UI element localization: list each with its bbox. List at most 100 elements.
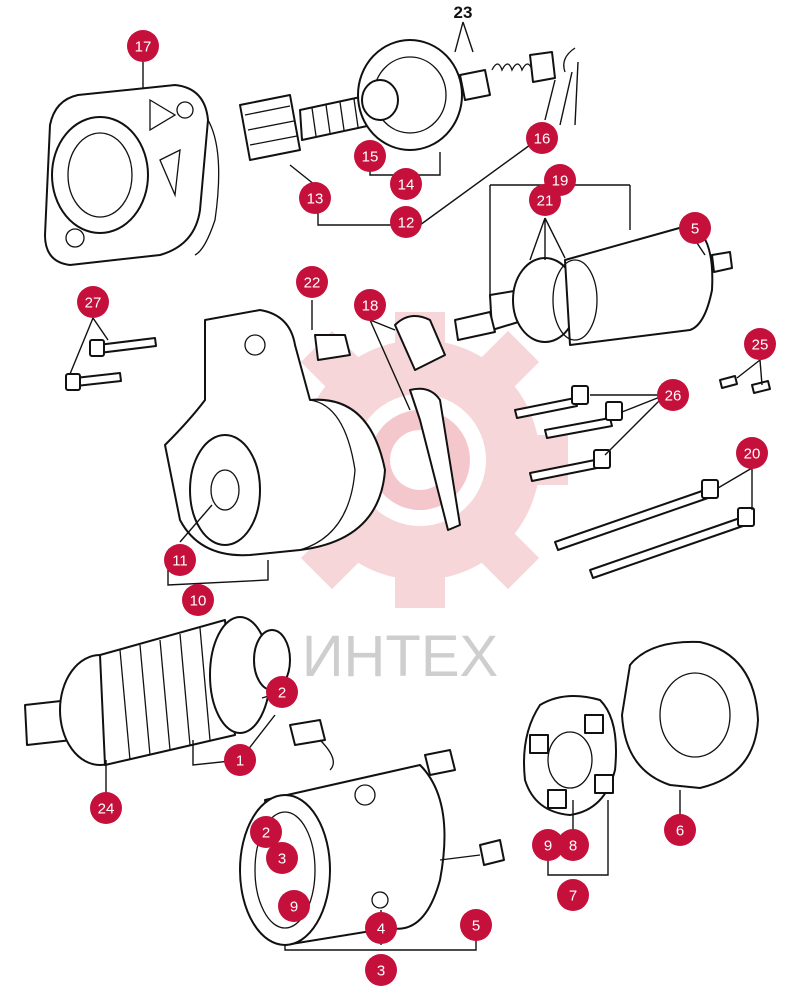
callout-label: 13 — [307, 191, 324, 208]
callout-c22: 22 — [296, 266, 328, 298]
callout-circle — [526, 122, 558, 154]
callout-c13: 13 — [299, 182, 331, 214]
callout-circle — [679, 212, 711, 244]
brush-holder — [523, 695, 617, 816]
callout-label: 17 — [135, 39, 152, 56]
callout-label: 9 — [290, 899, 298, 916]
callout-label: 12 — [398, 215, 415, 232]
callout-circle — [182, 584, 214, 616]
callout-c2a: 2 — [266, 676, 298, 708]
callout-circle — [390, 206, 422, 238]
callout-c5a: 5 — [679, 212, 711, 244]
pinion-clutch-assembly — [239, 39, 463, 161]
callout-circle — [266, 676, 298, 708]
callout-c8: 8 — [557, 829, 589, 861]
callout-label: 3 — [278, 851, 286, 868]
callout-c3b: 3 — [365, 954, 397, 986]
callout-label: 1 — [236, 753, 244, 770]
callout-circle — [127, 30, 159, 62]
callout-circle — [657, 379, 689, 411]
callout-c5b: 5 — [460, 909, 492, 941]
callout-c11: 11 — [164, 544, 196, 576]
callout-label: 11 — [172, 553, 188, 570]
callout-label: 5 — [472, 918, 480, 935]
callout-c25: 25 — [744, 328, 776, 360]
callout-circle — [250, 816, 282, 848]
callout-circle — [557, 829, 589, 861]
callout-label: 16 — [534, 131, 551, 148]
callout-circle — [266, 842, 298, 874]
callout-label: 2 — [278, 685, 286, 702]
callout-badges: 1715161413121921527221825262011102124239… — [77, 30, 776, 986]
callout-circle — [365, 954, 397, 986]
callout-label: 7 — [569, 888, 577, 905]
callout-c18: 18 — [354, 289, 386, 321]
callout-circle — [299, 182, 331, 214]
callout-label: 25 — [752, 337, 769, 354]
callout-circle — [557, 879, 589, 911]
callout-label: 4 — [377, 921, 385, 938]
callout-label: 21 — [537, 193, 554, 210]
callout-label: 5 — [691, 221, 699, 238]
callout-label: 10 — [190, 593, 207, 610]
callout-circle — [744, 328, 776, 360]
callout-circle — [460, 909, 492, 941]
callout-label: 3 — [377, 963, 385, 980]
plain-label-23: 23 — [454, 3, 473, 22]
callout-c12: 12 — [390, 206, 422, 238]
callout-circle — [390, 168, 422, 200]
callout-circle — [164, 544, 196, 576]
callout-c10: 10 — [182, 584, 214, 616]
callout-circle — [354, 140, 386, 172]
callout-label: 8 — [569, 838, 577, 855]
callout-c17: 17 — [127, 30, 159, 62]
callout-label: 9 — [544, 838, 552, 855]
end-cover — [621, 640, 759, 789]
callout-label: 24 — [98, 801, 115, 818]
callout-circle — [736, 437, 768, 469]
watermark-text: ИНТЕХ — [302, 624, 498, 689]
callout-c14: 14 — [390, 168, 422, 200]
callout-label: 20 — [744, 446, 761, 463]
callout-c9a: 9 — [278, 890, 310, 922]
callout-c7: 7 — [557, 879, 589, 911]
callout-c2b: 2 — [250, 816, 282, 848]
callout-c15: 15 — [354, 140, 386, 172]
flange-bolts — [65, 337, 157, 391]
callout-label: 15 — [362, 149, 379, 166]
drive-end-housing — [164, 309, 386, 557]
callout-label: 26 — [665, 388, 682, 405]
callout-circle — [224, 744, 256, 776]
callout-c24: 24 — [90, 792, 122, 824]
callout-circle — [354, 289, 386, 321]
callout-c1: 1 — [224, 744, 256, 776]
callout-label: 18 — [362, 298, 379, 315]
callout-circle — [664, 814, 696, 846]
callout-label: 22 — [304, 275, 321, 292]
callout-label: 14 — [398, 177, 415, 194]
shift-lever-parts — [314, 315, 461, 531]
drive-end-flange — [44, 84, 220, 266]
callout-c27: 27 — [77, 286, 109, 318]
callout-label: 6 — [676, 823, 684, 840]
armature — [24, 616, 291, 766]
callout-circle — [296, 266, 328, 298]
callout-c9b: 9 — [532, 829, 564, 861]
callout-c21: 21 — [529, 184, 561, 216]
callout-label: 19 — [552, 173, 569, 190]
callout-c16: 16 — [526, 122, 558, 154]
callout-c4: 4 — [365, 912, 397, 944]
callout-c6: 6 — [664, 814, 696, 846]
spring-stop-clip — [459, 47, 576, 101]
callout-c3a: 3 — [266, 842, 298, 874]
callout-circle — [77, 286, 109, 318]
callout-circle — [90, 792, 122, 824]
callout-circle — [365, 912, 397, 944]
callout-c20: 20 — [736, 437, 768, 469]
through-bolts — [514, 375, 771, 579]
callout-c26: 26 — [657, 379, 689, 411]
callout-label: 27 — [85, 295, 102, 312]
callout-circle — [278, 890, 310, 922]
